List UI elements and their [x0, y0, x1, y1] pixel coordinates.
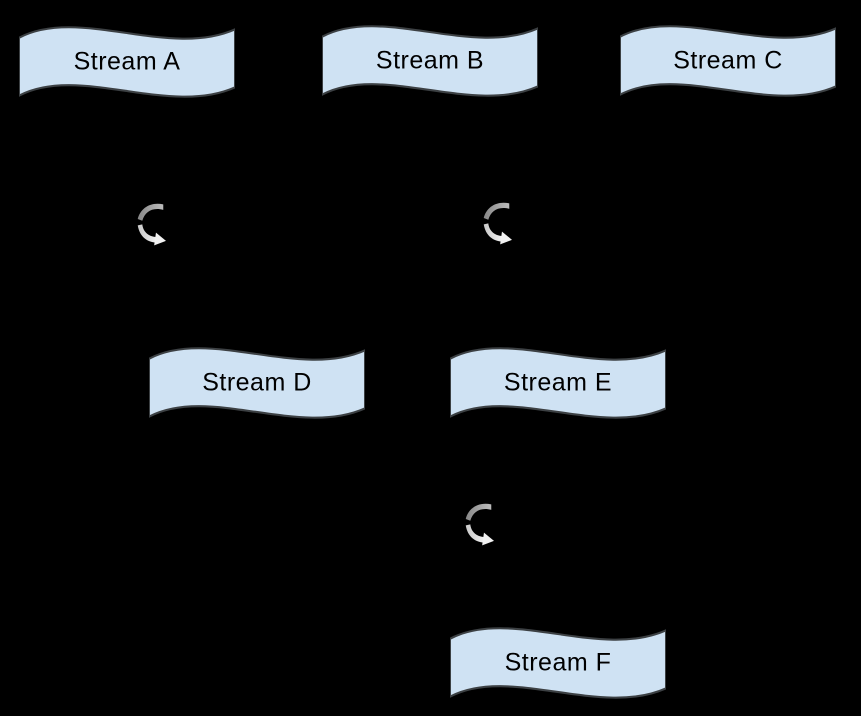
- node-stream-c: Stream C: [620, 22, 836, 100]
- cycle-arrow-icon: [481, 199, 512, 246]
- wave-shape: [620, 25, 836, 97]
- stream-label: Stream B: [375, 46, 485, 75]
- node-stream-b: Stream B: [322, 22, 538, 100]
- wave-shape: [19, 26, 235, 98]
- wave-shape: [450, 627, 666, 699]
- wave-shape: [322, 25, 538, 97]
- cycle-arrow-glyph: [465, 503, 494, 546]
- stream-label: Stream A: [73, 47, 181, 76]
- node-stream-a: Stream A: [19, 23, 235, 101]
- node-stream-d: Stream D: [149, 344, 365, 422]
- cycle-arrow-icon: [463, 500, 494, 547]
- wave-shape: [450, 347, 666, 419]
- stream-label: Stream D: [202, 368, 312, 397]
- stream-label: Stream C: [673, 46, 783, 75]
- stream-label: Stream F: [504, 648, 612, 677]
- cycle-arrow-icon: [135, 200, 166, 247]
- wave-shape: [149, 347, 365, 419]
- stream-label: Stream E: [503, 368, 613, 397]
- node-stream-f: Stream F: [450, 624, 666, 702]
- cycle-arrow-glyph: [137, 203, 166, 246]
- node-stream-e: Stream E: [450, 344, 666, 422]
- cycle-arrow-glyph: [483, 202, 512, 245]
